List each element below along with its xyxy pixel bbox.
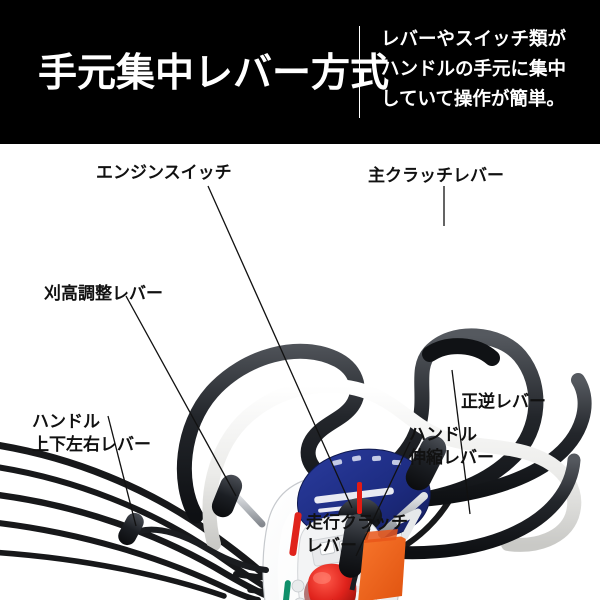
callout-travel-clutch-lever: 走行クラッチ レバー [306, 512, 408, 558]
leader-handle-extend [355, 441, 411, 557]
leader-handle-updown [107, 415, 137, 527]
header-description-line-3: していて操作が簡単。 [381, 89, 565, 110]
leader-cut-height [125, 295, 237, 497]
callout-handle-extend-lever-line-2: 伸縮レバー [409, 448, 494, 468]
callout-main-clutch-lever-line-1: 主クラッチレバー [368, 166, 504, 186]
callout-forward-reverse-lever-line-1: 正逆レバー [461, 392, 546, 412]
callout-travel-clutch-lever-line-2: レバー [306, 536, 357, 556]
handle-updown-lever[interactable] [115, 510, 269, 573]
callout-travel-clutch-lever-line-1: 走行クラッチ [306, 513, 408, 533]
product-photo [0, 144, 600, 600]
deflector-flap [358, 529, 406, 600]
leader-lines [107, 185, 471, 600]
machine-illustration [0, 185, 592, 600]
callout-forward-reverse-lever: 正逆レバー [461, 391, 546, 414]
callout-cut-height-lever: 刈高調整レバー [44, 283, 163, 306]
callout-main-clutch-lever: 主クラッチレバー [368, 165, 504, 188]
callout-handle-extend-lever: ハンドル 伸縮レバー [409, 424, 494, 470]
header-description-line-2: ハンドルの手元に集中 [381, 59, 567, 80]
callout-handle-updown-lever-line-1: ハンドル [32, 412, 100, 432]
header-description-line-1: レバーやスイッチ類が [381, 29, 567, 50]
callout-engine-switch-line-1: エンジンスイッチ [96, 163, 232, 183]
callout-handle-updown-lever: ハンドル 上下左右レバー [32, 411, 151, 457]
header-description: レバーやスイッチ類が ハンドルの手元に集中 していて操作が簡単。 [381, 25, 591, 115]
callout-cut-height-lever-line-1: 刈高調整レバー [44, 284, 163, 304]
header-divider [359, 26, 360, 118]
callout-handle-updown-lever-line-2: 上下左右レバー [32, 435, 151, 455]
frame-bracket [394, 508, 422, 540]
leader-engine-switch [207, 185, 353, 509]
callout-handle-extend-lever-line-1: ハンドル [409, 425, 477, 445]
handlebar-white-bar [202, 378, 582, 552]
leader-forward-reverse [451, 369, 471, 515]
cut-height-lever[interactable] [209, 471, 266, 528]
page-title: 手元集中レバー方式 [38, 51, 390, 96]
main-clutch-grip[interactable] [422, 338, 500, 366]
header-band: 手元集中レバー方式 レバーやスイッチ類が ハンドルの手元に集中 していて操作が簡… [0, 0, 600, 144]
callout-engine-switch: エンジンスイッチ [96, 162, 232, 185]
